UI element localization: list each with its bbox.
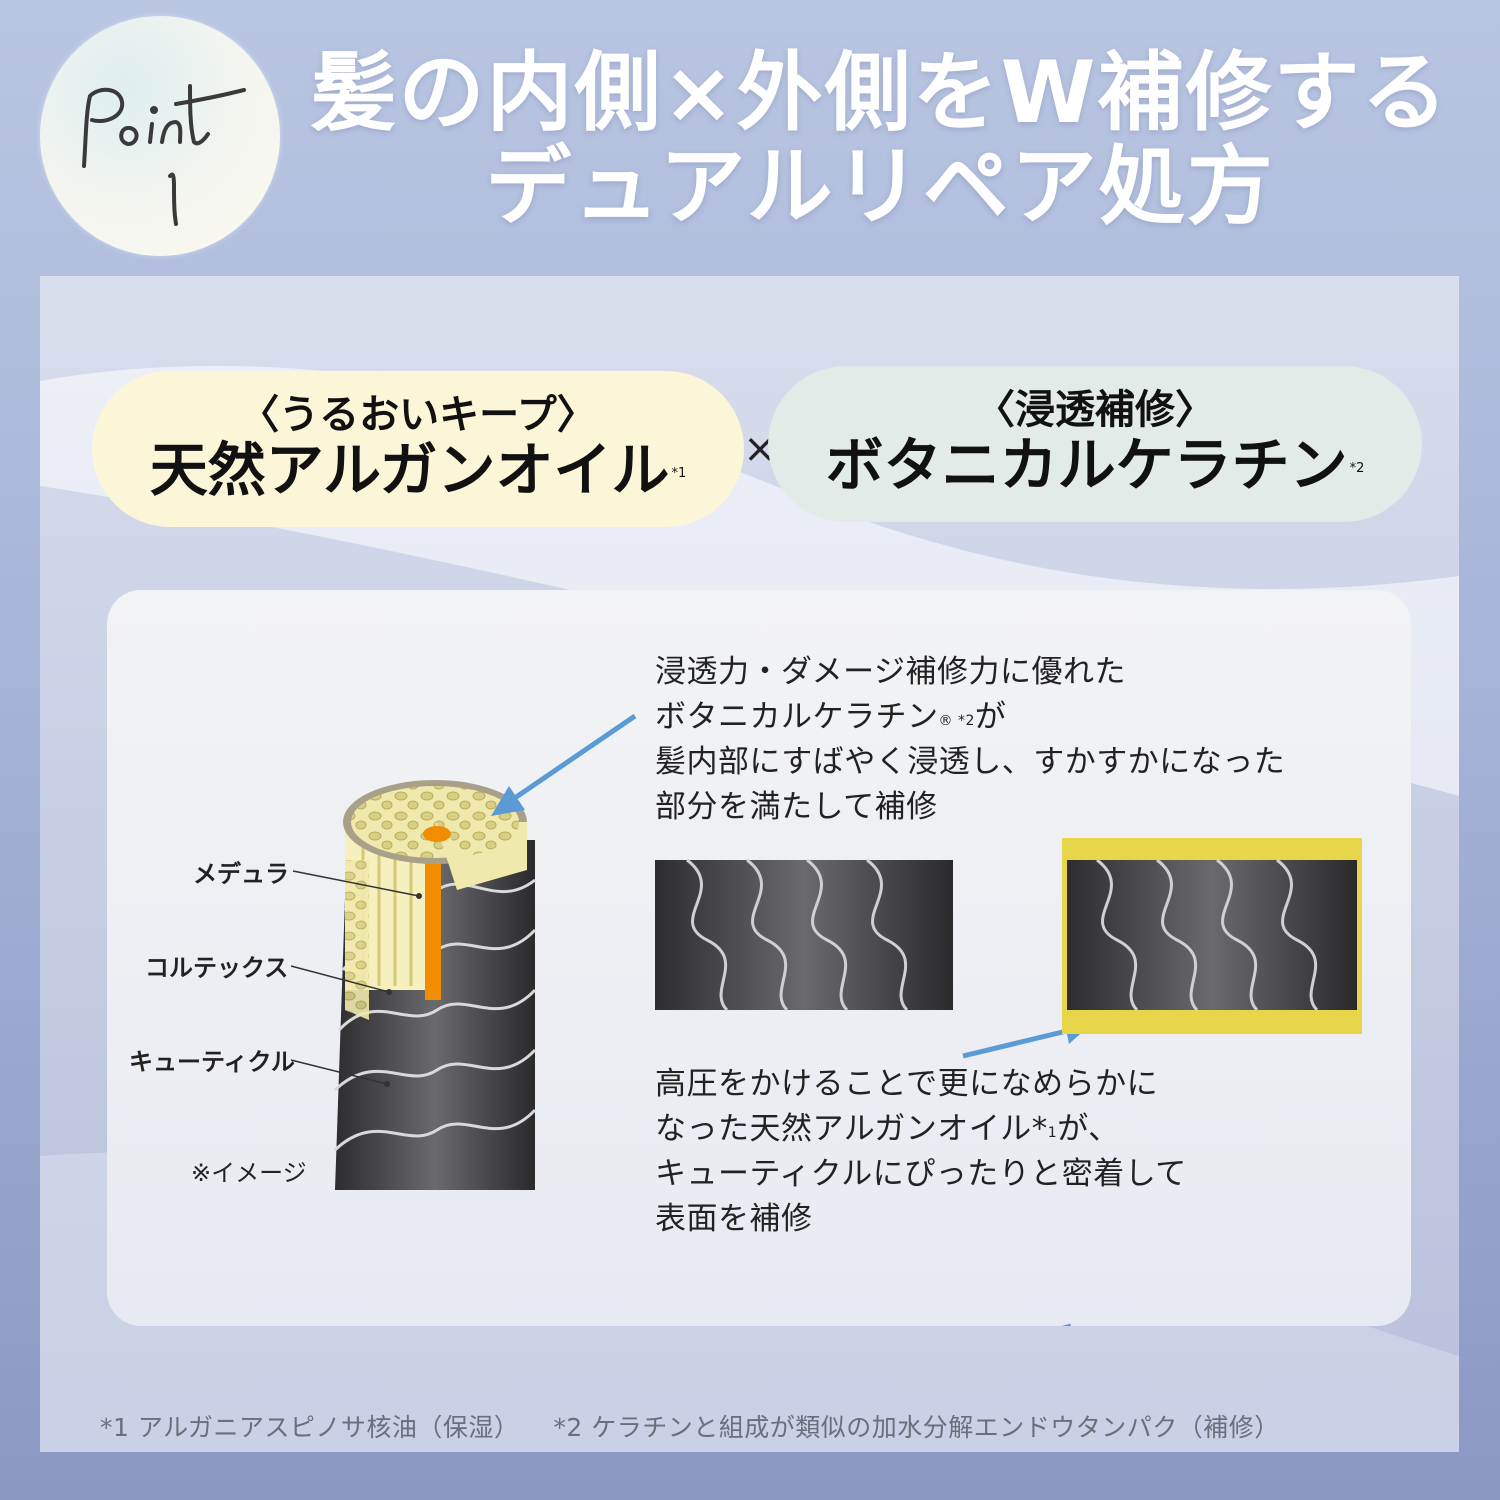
argan-oil-description-line-3: キューティクルにぴったりと密着して <box>655 1156 1187 1192</box>
point-badge <box>40 16 280 256</box>
image-note: ※イメージ <box>191 1159 307 1187</box>
keratin-title: ボタニカルケラチン*2 <box>825 431 1365 499</box>
cuticle-block-oil-coated <box>1062 838 1362 1034</box>
argan-oil-description: 高圧をかけることで更になめらかに なった天然アルガンオイル*1が、 キューティク… <box>655 1062 1187 1242</box>
footnote-1: *1 アルガニアスピノサ核油（保湿） <box>100 1413 520 1442</box>
headline-line-1: 髪の内側×外側をW補修する <box>310 43 1450 143</box>
keratin-description: 浸透力・ダメージ補修力に優れた ボタニカルケラチン® *2が 髪内部にすばやく浸… <box>655 650 1285 830</box>
label-leader-lines <box>290 870 420 1085</box>
hair-strand-graphic <box>333 780 537 1190</box>
label-cortex: コルテックス <box>145 954 289 982</box>
label-medulla: メデュラ <box>193 860 289 888</box>
argan-oil-subtitle: 〈うるおいキープ〉 <box>239 392 597 438</box>
argan-oil-pill: 〈うるおいキープ〉 天然アルガンオイル*1 <box>92 371 744 527</box>
diagram-card: メデュラ コルテックス キューティクル ※イメージ 浸透力・ダメージ補修力に優れ… <box>107 590 1411 1326</box>
keratin-description-line-1: 浸透力・ダメージ補修力に優れた <box>655 654 1126 690</box>
keratin-note: *2 <box>1349 461 1365 476</box>
cuticle-block-untreated <box>655 858 953 1012</box>
keratin-description-line-4: 部分を満たして補修 <box>655 789 938 825</box>
label-cuticle: キューティクル <box>129 1048 295 1076</box>
headline: 髪の内側×外側をW補修する デュアルリペア処方 <box>300 46 1460 234</box>
argan-oil-note: *1 <box>671 466 687 481</box>
argan-oil-description-line-1: 高圧をかけることで更になめらかに <box>655 1066 1159 1102</box>
main-panel: 〈うるおいキープ〉 天然アルガンオイル*1 × 〈浸透補修〉 ボタニカルケラチン… <box>40 276 1459 1452</box>
headline-line-2: デュアルリペア処方 <box>485 137 1275 237</box>
keratin-description-line-2: ボタニカルケラチン® *2が <box>655 699 1007 735</box>
hair-diagram <box>290 713 1362 1326</box>
argan-oil-description-line-2: なった天然アルガンオイル*1が、 <box>655 1111 1120 1147</box>
point-script-graphic <box>82 84 246 226</box>
keratin-subtitle: 〈浸透補修〉 <box>975 387 1215 433</box>
keratin-description-line-3: 髪内部にすばやく浸透し、すかすかになった <box>655 744 1286 780</box>
arrow-icon <box>491 713 1071 1326</box>
footnote-2: *2 ケラチンと組成が類似の加水分解エンドウタンパク（補修） <box>553 1413 1280 1442</box>
argan-oil-description-line-4: 表面を補修 <box>655 1201 813 1237</box>
argan-oil-title: 天然アルガンオイル*1 <box>149 436 687 504</box>
keratin-pill: 〈浸透補修〉 ボタニカルケラチン*2 <box>768 366 1422 522</box>
footnotes: *1 アルガニアスピノサ核油（保湿） *2 ケラチンと組成が類似の加水分解エンドウ… <box>100 1408 1450 1444</box>
